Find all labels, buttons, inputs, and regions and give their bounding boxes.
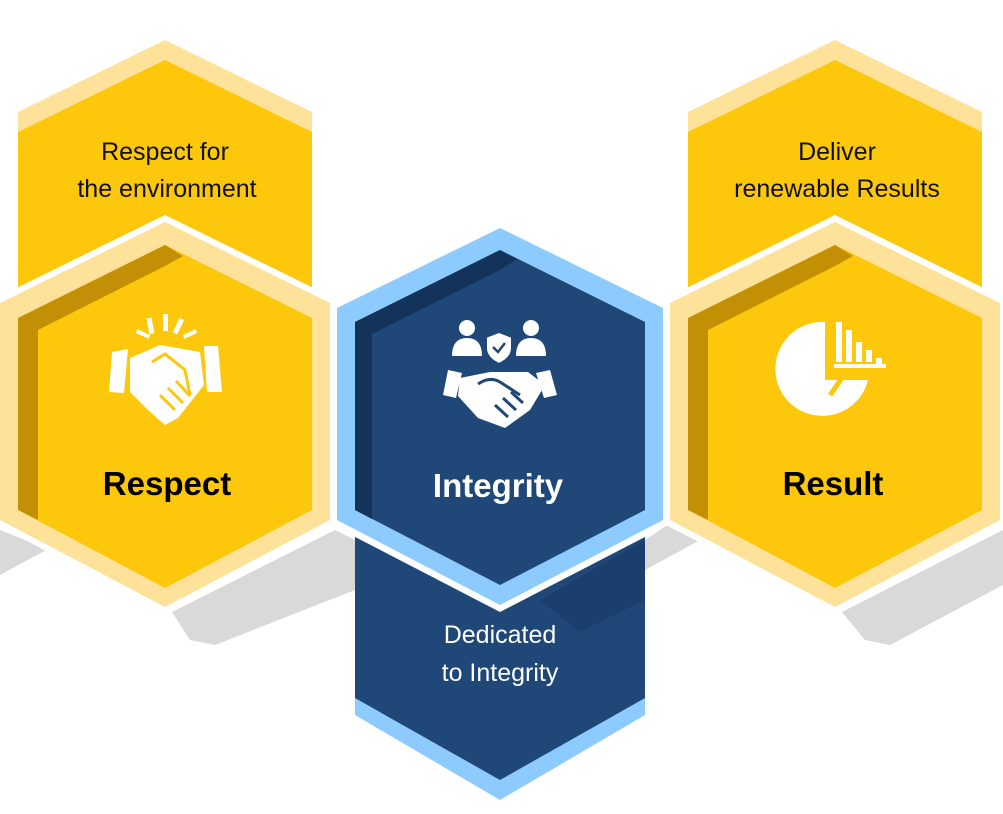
shadows	[0, 522, 1003, 645]
shadow-right	[842, 530, 1003, 645]
respect-description-hex: Respect for the environment	[18, 40, 312, 310]
result-description-line1: Deliver	[798, 138, 876, 166]
pie-bar-chart-icon	[775, 321, 886, 416]
result-title: Result	[783, 465, 884, 502]
shadow-left-center	[172, 530, 355, 645]
respect-hex: Respect	[0, 215, 338, 612]
result-description-line2: renewable Results	[734, 175, 940, 203]
respect-title: Respect	[103, 465, 231, 502]
respect-description-line2: the environment	[77, 175, 256, 203]
integrity-description-line2: to Integrity	[442, 659, 559, 687]
people-shield-handshake-icon	[443, 320, 557, 428]
shadow-left	[0, 530, 50, 575]
integrity-description-hex: Dedicated to Integrity	[355, 520, 645, 800]
integrity-description-line1: Dedicated	[444, 621, 557, 649]
integrity-hex: Integrity	[330, 220, 670, 612]
integrity-title: Integrity	[433, 467, 564, 504]
respect-description-line1: Respect for	[101, 138, 229, 166]
result-description-hex: Deliver renewable Results	[688, 40, 982, 310]
result-hex: Result	[662, 215, 1003, 612]
handshake-icon	[109, 314, 222, 425]
